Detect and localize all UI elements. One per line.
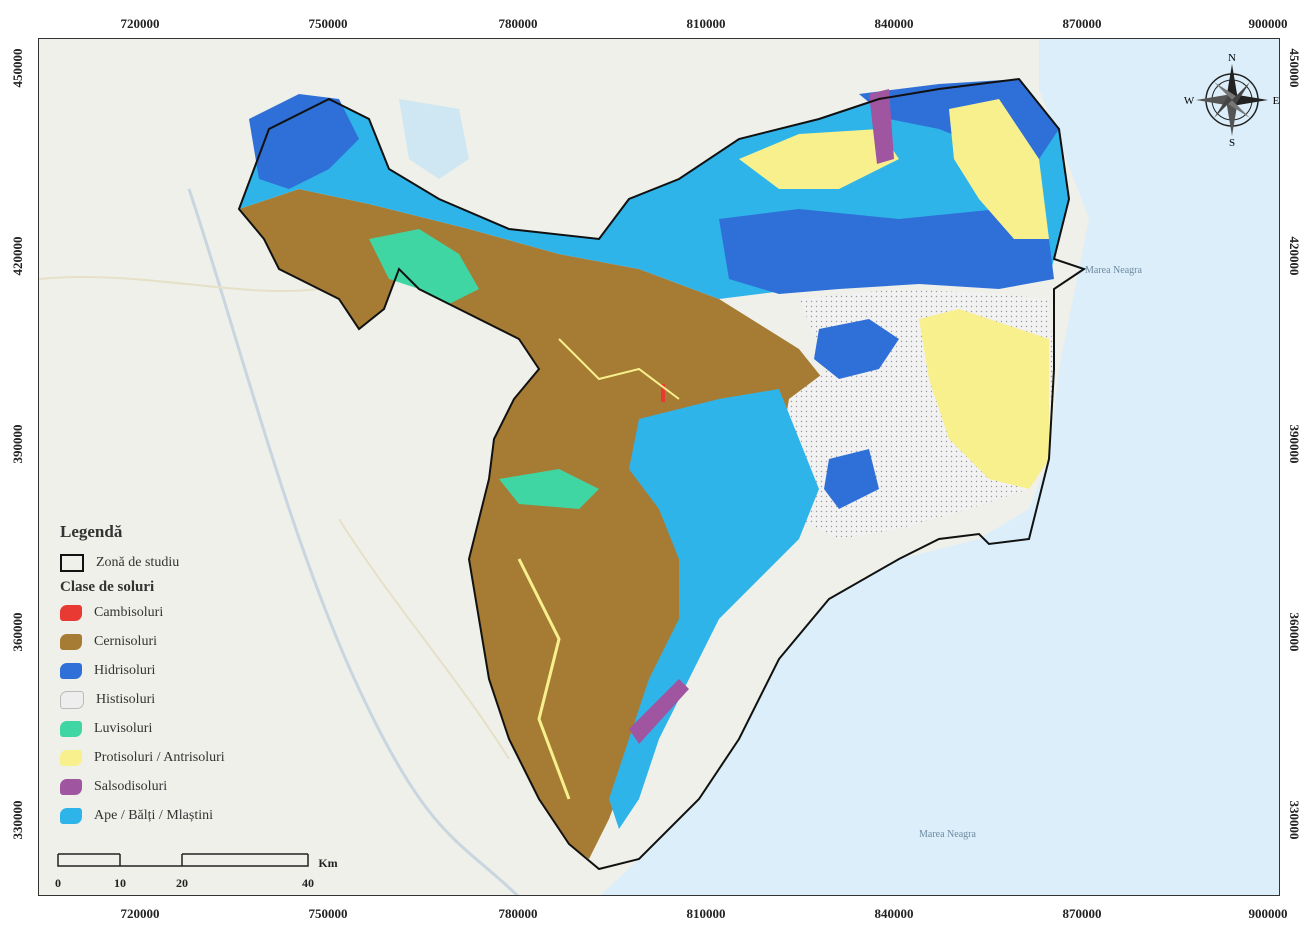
compass-e: E	[1273, 95, 1280, 107]
legend-item-label: Luvisoluri	[94, 720, 153, 736]
x-tick-bottom: 900000	[1248, 906, 1288, 921]
x-tick-top: 780000	[498, 16, 538, 31]
y-tick-right: 390000	[1287, 424, 1302, 464]
x-tick-top: 750000	[308, 16, 348, 31]
y-tick-left: 360000	[10, 612, 25, 652]
legend-item: Cambisoluri	[60, 598, 300, 627]
lake-razim	[399, 99, 469, 179]
compass-rose-icon: N S E W	[1184, 50, 1280, 149]
x-tick-bottom: 720000	[120, 906, 160, 921]
x-tick-top: 900000	[1248, 16, 1288, 31]
y-tick-left: 450000	[10, 48, 25, 88]
x-tick-bottom: 840000	[874, 906, 914, 921]
legend-item-study-zone: Zonă de studiu	[60, 548, 300, 577]
soil-protisoluri	[558, 338, 680, 400]
soil-cernisoluri	[239, 189, 839, 859]
scale-label: 40	[302, 876, 314, 890]
soil-hidrisoluri	[719, 209, 1054, 294]
y-tick-right: 360000	[1287, 612, 1302, 652]
y-tick-right: 450000	[1287, 48, 1302, 88]
soil-cambisoluri	[661, 384, 665, 402]
soil-classes-title: Clase de soluri	[60, 579, 155, 595]
soil-hidrisoluri	[249, 94, 359, 189]
legend-item: Cernisoluri	[60, 627, 300, 656]
river-line	[187, 188, 520, 895]
study-zone-outline	[237, 77, 1087, 871]
legend-item: Luvisoluri	[60, 714, 300, 743]
sea-label: Marea Neagra	[919, 829, 976, 840]
legend-swatch	[60, 720, 82, 737]
sea-area	[601, 39, 1279, 895]
y-tick-right: 420000	[1287, 236, 1302, 276]
soil-hidrisoluri	[824, 449, 879, 509]
soil-protisoluri	[919, 309, 1049, 489]
scale-bar-graphic	[57, 853, 309, 867]
legend-swatch	[60, 633, 82, 650]
soil-salsodisoluri	[869, 89, 894, 164]
soil-protisoluri	[517, 558, 571, 800]
scale-label: 20	[176, 876, 188, 890]
scale-bar: 0 10 20 40 Km	[55, 852, 338, 892]
study-zone-swatch	[60, 553, 84, 572]
scale-unit: Km	[318, 856, 338, 870]
legend-swatch	[60, 749, 82, 766]
legend-item-label: Cernisoluri	[94, 633, 157, 649]
legend-swatch	[60, 662, 82, 679]
sea-label: Marea Neagra	[1085, 265, 1142, 276]
compass-n: N	[1228, 52, 1236, 64]
scale-label: 0	[55, 876, 61, 890]
legend-item-label: Ape / Bălți / Mlaștini	[94, 807, 213, 823]
road-line	[338, 518, 510, 760]
x-tick-bottom: 780000	[498, 906, 538, 921]
x-tick-top: 720000	[120, 16, 160, 31]
soil-protisoluri	[739, 129, 899, 189]
legend-item: Histisoluri	[60, 685, 300, 714]
x-tick-bottom: 870000	[1062, 906, 1102, 921]
y-tick-left: 330000	[10, 800, 25, 840]
legend-item-label: Histisoluri	[96, 691, 156, 707]
soil-salsodisoluri	[629, 679, 689, 744]
legend: Legendă Zonă de studiu Clase de soluri C…	[60, 522, 300, 830]
x-tick-bottom: 750000	[308, 906, 348, 921]
compass-s: S	[1229, 137, 1235, 146]
legend-item: Hidrisoluri	[60, 656, 300, 685]
legend-item-label: Cambisoluri	[94, 604, 164, 620]
x-tick-bottom: 810000	[686, 906, 726, 921]
y-tick-left: 420000	[10, 236, 25, 276]
legend-item: Ape / Bălți / Mlaștini	[60, 801, 300, 830]
legend-swatch	[60, 604, 82, 621]
map-canvas[interactable]	[39, 39, 1280, 896]
legend-swatch	[60, 690, 84, 709]
road-line	[39, 276, 320, 292]
soil-luvisoluri	[369, 229, 479, 304]
map-frame[interactable]: Marea Neagra Marea Neagra	[38, 38, 1280, 896]
legend-title: Legendă	[60, 522, 123, 541]
y-tick-left: 390000	[10, 424, 25, 464]
legend-swatch	[60, 807, 82, 824]
soil-luvisoluri	[499, 469, 599, 509]
legend-item-label: Salsodisoluri	[94, 778, 168, 794]
scale-label: 10	[114, 876, 126, 890]
y-tick-right: 330000	[1287, 800, 1302, 840]
compass-w: W	[1184, 95, 1195, 107]
soil-protisoluri	[949, 99, 1049, 239]
legend-item: Salsodisoluri	[60, 772, 300, 801]
legend-item-label: Protisoluri / Antrisoluri	[94, 749, 225, 765]
legend-item-label: Zonă de studiu	[96, 554, 180, 570]
soil-hidrisoluri	[814, 319, 899, 379]
legend-item: Protisoluri / Antrisoluri	[60, 743, 300, 772]
x-tick-top: 810000	[686, 16, 726, 31]
legend-item-label: Hidrisoluri	[94, 662, 156, 678]
x-tick-top: 870000	[1062, 16, 1102, 31]
legend-swatch	[60, 778, 82, 795]
x-tick-top: 840000	[874, 16, 914, 31]
